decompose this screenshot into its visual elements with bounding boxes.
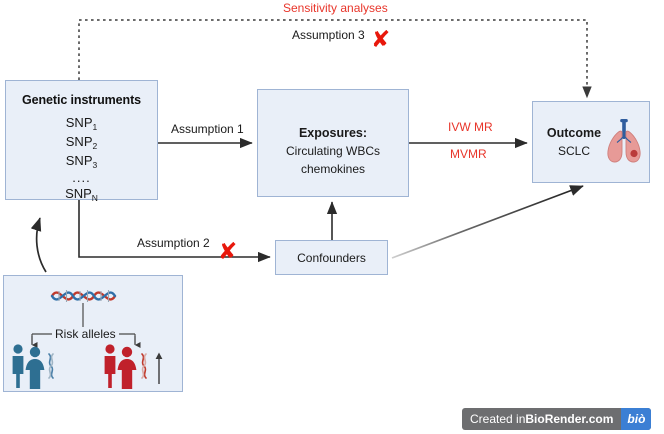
node-risk-alleles-illustration[interactable]: Risk alleles: [3, 275, 183, 392]
exposures-line-2: chemokines: [300, 162, 366, 176]
snp-list: SNP1 SNP2 SNP3 .... SNPN: [6, 114, 157, 204]
snp-item-n: SNPN: [65, 186, 98, 203]
increase-arrow-icon: [155, 352, 163, 384]
outcome-title: Outcome: [546, 126, 602, 140]
snp-item-3: SNP3: [65, 153, 98, 170]
node-confounders[interactable]: Confounders: [275, 240, 388, 275]
outcome-text: Outcome SCLC: [535, 124, 613, 160]
x-mark-assumption3: ✘: [371, 27, 391, 53]
outcome-subtitle: SCLC: [557, 144, 590, 158]
risk-alleles-label: Risk alleles: [52, 327, 119, 341]
biorender-watermark[interactable]: Created in BioRender.com biò: [462, 408, 652, 430]
snp-item-2: SNP2: [65, 134, 98, 151]
node-outcome[interactable]: Outcome SCLC: [532, 101, 650, 183]
risk-alleles-graphic: [12, 290, 163, 389]
label-assumption1: Assumption 1: [171, 122, 244, 136]
snp-ellipsis: ....: [72, 170, 91, 185]
edge-illustration-gi: [30, 217, 47, 273]
label-assumption3: Assumption 3: [292, 28, 365, 42]
people-blue-icon: [12, 344, 45, 389]
dna-helix-icon: [50, 290, 117, 302]
exposures-title: Exposures:: [298, 126, 368, 140]
label-sensitivity-analyses: Sensitivity analyses: [283, 1, 388, 15]
lungs-icon: [607, 119, 641, 163]
dna-strand-blue-icon: [48, 353, 54, 379]
biorender-prefix: Created in: [470, 412, 526, 426]
biorender-logo: biò: [621, 408, 652, 430]
label-assumption2: Assumption 2: [137, 236, 210, 250]
x-mark-assumption2: ✘: [218, 239, 238, 265]
node-genetic-instruments[interactable]: Genetic instruments SNP1 SNP2 SNP3 .... …: [5, 80, 158, 203]
node-exposures[interactable]: Exposures: Circulating WBCs chemokines: [257, 89, 409, 197]
exposures-text: Exposures: Circulating WBCs chemokines: [258, 124, 408, 178]
dna-strand-red-icon: [141, 353, 147, 379]
label-ivw-mr: IVW MR: [448, 120, 493, 134]
label-mvmr: MVMR: [450, 147, 487, 161]
edge-confounders-outcome: [391, 185, 584, 259]
biorender-text: Created in BioRender.com: [462, 408, 621, 430]
people-red-icon: [104, 344, 137, 389]
exposures-line-1: Circulating WBCs: [285, 144, 381, 158]
confounders-label: Confounders: [297, 251, 366, 265]
genetic-instruments-title: Genetic instruments: [22, 93, 141, 107]
tumor-marker: [630, 149, 638, 158]
snp-item-1: SNP1: [65, 115, 98, 132]
biorender-brand: BioRender.com: [525, 412, 614, 426]
